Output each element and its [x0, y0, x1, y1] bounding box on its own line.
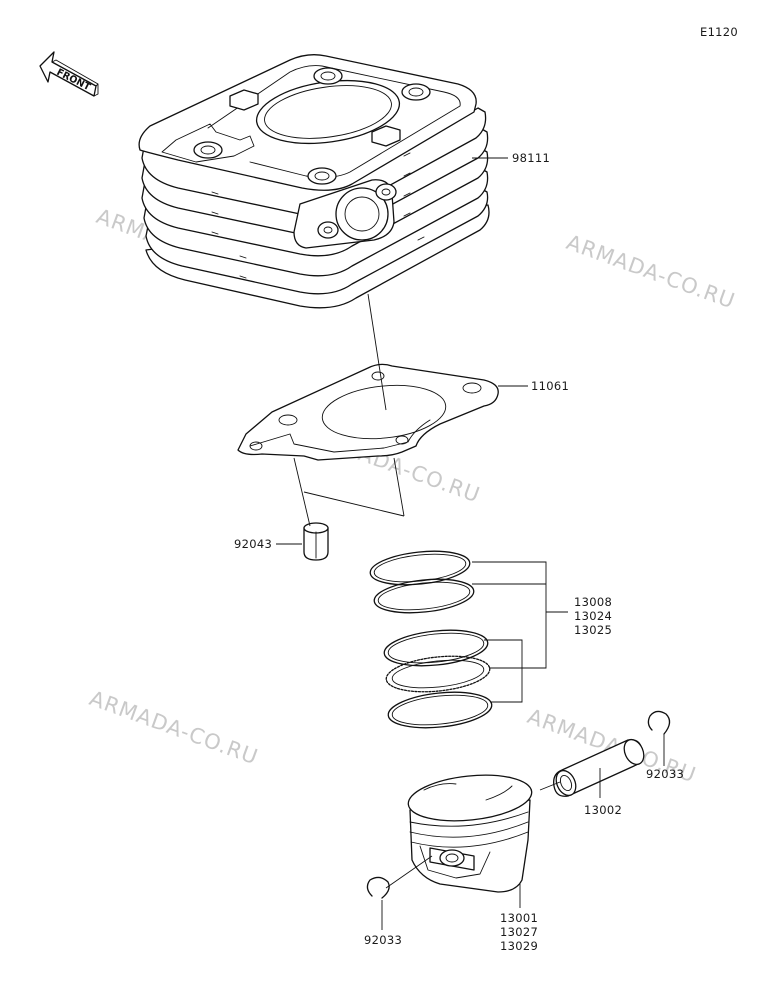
cylinder-block: [138, 54, 490, 309]
label-ring-3: 13025: [574, 623, 612, 637]
label-piston-3: 13029: [500, 939, 538, 953]
label-cylinder: 98111: [512, 151, 550, 165]
label-piston-1: 13001: [500, 911, 538, 925]
label-piston-pin: 13002: [584, 803, 622, 817]
piston-pin: [553, 738, 645, 797]
diagram-code: E1120: [700, 25, 738, 39]
watermark-2: ARMADA-CO.RU: [563, 230, 738, 313]
cylinder-base-gasket: [237, 363, 499, 461]
label-ring-2: 13024: [574, 609, 612, 623]
label-circlip-left: 92033: [364, 933, 402, 947]
label-dowel-pin: 92043: [234, 537, 272, 551]
piston-rings: [369, 550, 493, 729]
circlip-right: [647, 710, 671, 735]
dowel-pin: [303, 522, 329, 561]
label-circlip-right: 92033: [646, 767, 684, 781]
leader-lines: [276, 157, 665, 930]
piston: [407, 774, 533, 893]
watermark-4: ARMADA-CO.RU: [86, 686, 261, 769]
front-label: FRONT: [55, 67, 93, 94]
label-piston-2: 13027: [500, 925, 538, 939]
circlip-left: [366, 876, 390, 899]
watermarks: ARMADA-CO.RU ARMADA-CO.RU ARMADA-CO.RU A…: [86, 204, 738, 787]
label-ring-1: 13008: [574, 595, 612, 609]
label-gasket: 11061: [531, 379, 569, 393]
part-labels: 98111 11061 92043 13008 13024 13025 9203…: [234, 151, 684, 953]
front-arrow-icon: FRONT: [39, 51, 99, 97]
